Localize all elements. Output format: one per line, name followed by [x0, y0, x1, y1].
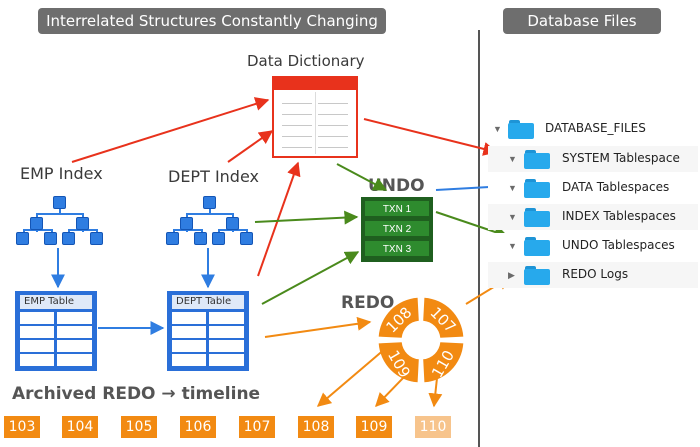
file-tree-item-data[interactable]: ▼ DATA Tablespaces	[488, 175, 698, 201]
folder-icon	[524, 149, 550, 169]
emp-table-icon: EMP Table	[15, 291, 97, 371]
txn-2: TXN 2	[364, 220, 430, 237]
disclosure-triangle-icon[interactable]: ▼	[493, 124, 502, 134]
arrow-dept-index-to-dictionary	[227, 130, 274, 163]
redo-segment-110	[423, 342, 464, 383]
data-dictionary-label: Data Dictionary	[247, 52, 365, 70]
arrow-dept-table-to-dictionary	[257, 161, 301, 277]
archive-log-110: 110	[415, 416, 451, 438]
disclosure-triangle-icon[interactable]: ▼	[508, 212, 517, 222]
file-tree-item-system[interactable]: ▼ SYSTEM Tablespace	[488, 146, 698, 172]
archive-log-107: 107	[239, 416, 275, 438]
archive-log-105: 105	[121, 416, 157, 438]
dept-index-tree-icon	[166, 196, 254, 246]
disclosure-triangle-icon[interactable]: ▼	[508, 154, 517, 164]
folder-icon	[524, 265, 550, 285]
arrow-dept-index-to-undo	[254, 210, 359, 225]
txn-1: TXN 1	[364, 200, 430, 217]
redo-ring-icon: 108 107 109 110	[378, 297, 464, 383]
arrow-dictionary-to-undo	[336, 163, 388, 191]
file-tree-item-redo[interactable]: ▶ REDO Logs	[488, 262, 698, 288]
emp-index-tree-icon	[16, 196, 104, 246]
file-tree-item-label: UNDO Tablespaces	[562, 238, 675, 252]
arrow-dept-table-to-redo	[264, 316, 372, 338]
file-tree-item-label: SYSTEM Tablespace	[562, 151, 680, 165]
dept-index-label: DEPT Index	[168, 167, 259, 186]
txn-3: TXN 3	[364, 240, 430, 257]
redo-segment-107	[423, 297, 464, 338]
file-tree-item-undo[interactable]: ▼ UNDO Tablespaces	[488, 233, 698, 259]
file-tree-item-label: INDEX Tablespaces	[562, 209, 676, 223]
root-folder-label: DATABASE_FILES	[545, 121, 646, 135]
emp-index-label: EMP Index	[20, 164, 103, 183]
folder-icon	[524, 178, 550, 198]
redo-segment-109	[378, 342, 419, 383]
arrow-emp-index-to-dictionary	[71, 97, 270, 163]
arrow-dept-table-to-undo	[261, 251, 360, 305]
data-dictionary-icon	[272, 76, 358, 158]
folder-icon	[508, 119, 534, 139]
file-tree-item-label: DATA Tablespaces	[562, 180, 670, 194]
archived-redo-title: Archived REDO → timeline	[12, 384, 261, 404]
arrow-undo-to-files	[435, 211, 509, 239]
disclosure-triangle-icon[interactable]: ▼	[508, 241, 517, 251]
redo-segment-108	[378, 297, 419, 338]
archive-log-104: 104	[62, 416, 98, 438]
archive-log-109: 109	[356, 416, 392, 438]
emp-table-label: EMP Table	[20, 295, 92, 309]
file-tree-item-index[interactable]: ▼ INDEX Tablespaces	[488, 204, 698, 230]
folder-icon	[524, 207, 550, 227]
dept-table-label: DEPT Table	[172, 295, 244, 309]
file-tree-root[interactable]: ▼ DATABASE_FILES	[488, 116, 698, 142]
arrow-redo-108-to-archive	[316, 347, 387, 407]
dept-table-icon: DEPT Table	[167, 291, 249, 371]
disclosure-triangle-icon[interactable]: ▼	[508, 183, 517, 193]
redo-title: REDO	[341, 293, 395, 313]
folder-icon	[524, 236, 550, 256]
archive-log-106: 106	[180, 416, 216, 438]
arrow-dictionary-to-files	[363, 118, 498, 156]
archive-log-108: 108	[298, 416, 334, 438]
disclosure-triangle-icon[interactable]: ▶	[508, 270, 515, 280]
header-structures: Interrelated Structures Constantly Chang…	[38, 8, 386, 34]
vertical-divider	[478, 30, 480, 447]
header-database-files: Database Files	[503, 8, 661, 34]
arrow-redo-110-to-archive	[428, 377, 443, 408]
arrow-redo-109-to-archive	[375, 375, 406, 408]
archive-log-103: 103	[4, 416, 40, 438]
file-tree-item-label: REDO Logs	[562, 267, 629, 281]
